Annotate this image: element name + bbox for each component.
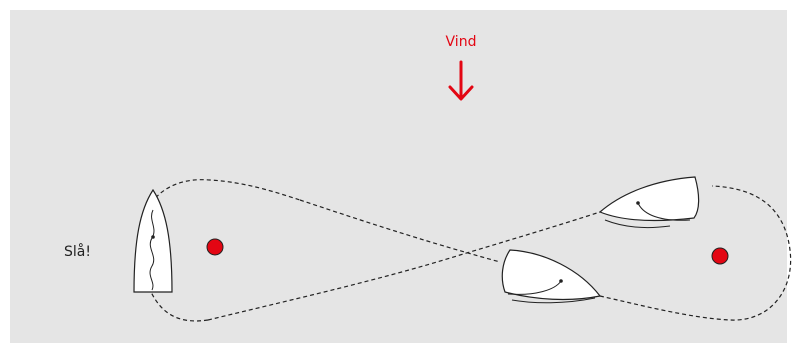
wind-label: Vind (446, 34, 477, 50)
tack-label: Slå! (64, 243, 91, 260)
wind-arrow-icon (448, 60, 474, 101)
course-path (150, 179, 792, 322)
boat-upper-right (598, 176, 700, 229)
mark-right (711, 247, 729, 265)
mark-left (206, 238, 224, 256)
boat-tacking (133, 188, 173, 293)
diagram-background (10, 10, 787, 343)
boat-center (501, 249, 602, 304)
